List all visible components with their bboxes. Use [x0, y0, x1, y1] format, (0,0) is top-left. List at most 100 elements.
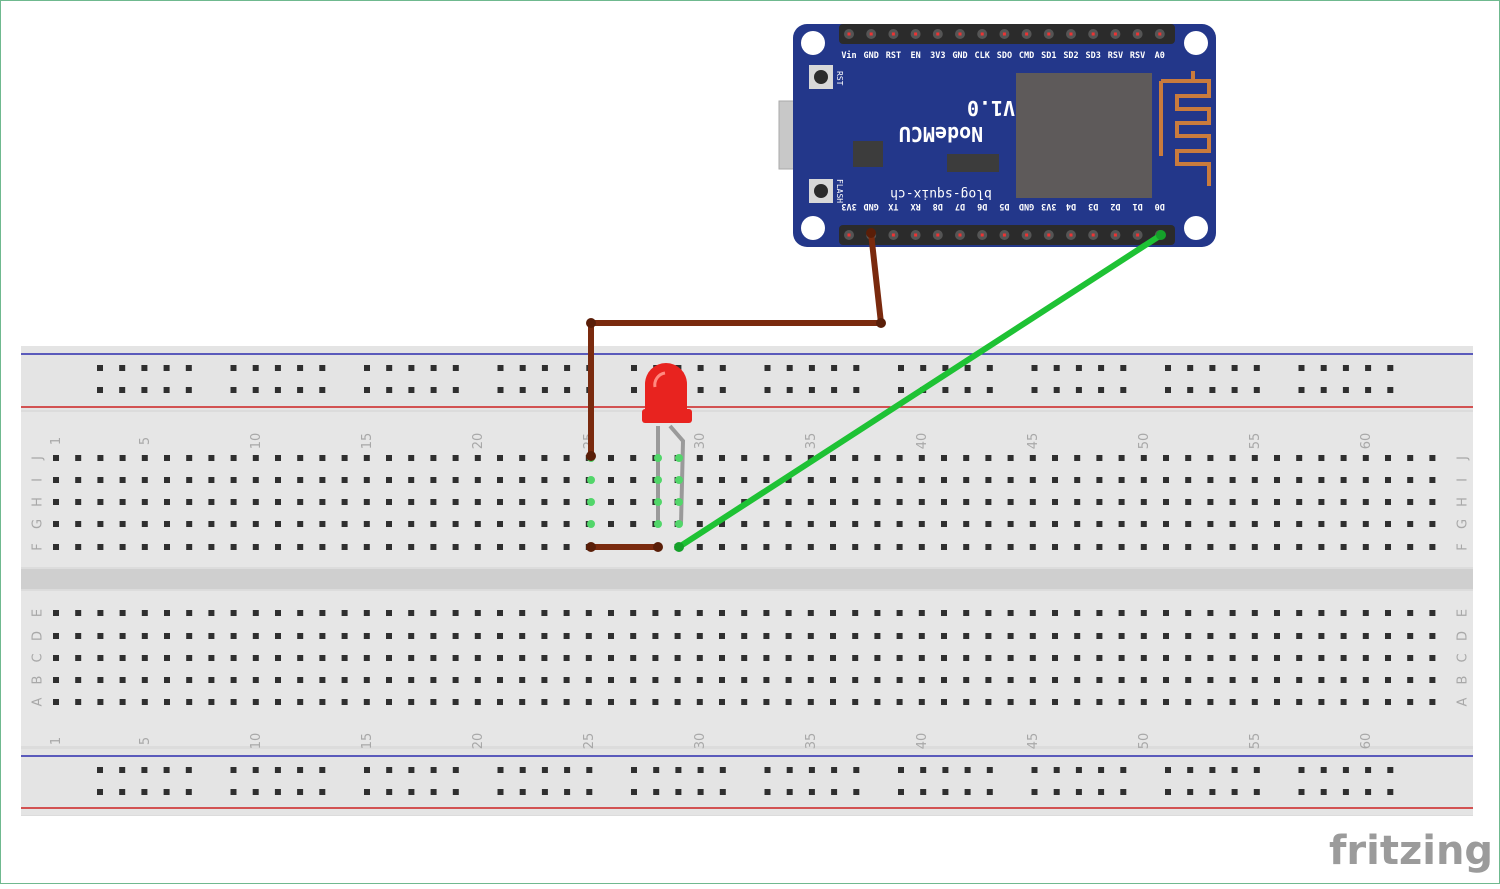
connected-hole	[675, 498, 683, 506]
breadboard-hole	[386, 477, 392, 483]
breadboard-hole	[1029, 455, 1036, 461]
breadboard-hole	[541, 655, 548, 661]
breadboard-hole	[1362, 521, 1369, 527]
breadboard-hole	[985, 633, 992, 639]
rail-hole	[1342, 789, 1349, 795]
breadboard-hole	[474, 455, 481, 461]
rail-hole	[831, 365, 838, 371]
breadboard-hole	[763, 610, 770, 616]
breadboard-hole	[1318, 655, 1325, 661]
flash-button-cap	[814, 184, 828, 198]
rail-hole	[1120, 789, 1127, 795]
breadboard-hole	[1052, 610, 1058, 616]
breadboard-hole	[1185, 499, 1192, 505]
breadboard-hole	[275, 521, 281, 527]
breadboard-hole	[674, 610, 681, 616]
breadboard-hole	[1140, 633, 1147, 639]
rail-hole	[631, 767, 637, 773]
breadboard-hole	[186, 544, 193, 550]
rail-hole	[97, 387, 103, 393]
breadboard-hole	[119, 544, 126, 550]
breadboard-hole	[852, 455, 859, 461]
pin-label: D5	[999, 201, 1009, 211]
rail-hole	[541, 365, 548, 371]
rail-hole	[631, 789, 637, 795]
breadboard-hole	[1296, 699, 1303, 705]
column-number: 15	[360, 433, 375, 450]
breadboard-hole	[696, 633, 703, 639]
wire-bend	[586, 318, 596, 328]
breadboard-hole	[852, 610, 859, 616]
breadboard-hole	[1340, 677, 1347, 683]
rail-hole	[564, 387, 571, 393]
breadboard-hole	[97, 521, 104, 527]
breadboard-hole	[630, 655, 637, 661]
breadboard-hole	[97, 477, 104, 483]
header-pin-pad	[1069, 233, 1073, 237]
breadboard-hole	[918, 477, 925, 483]
rail-hole	[719, 789, 726, 795]
rail-hole	[386, 789, 393, 795]
fritzing-logo: fritzing	[1329, 828, 1493, 874]
breadboard-hole	[1052, 633, 1058, 639]
breadboard-hole	[830, 477, 836, 483]
breadboard-hole	[408, 610, 415, 616]
breadboard-hole	[1007, 633, 1014, 639]
rail-hole	[786, 789, 793, 795]
rail-hole	[408, 789, 415, 795]
breadboard-hole	[474, 477, 481, 483]
breadboard-hole	[1229, 610, 1236, 616]
rail-hole	[586, 767, 593, 773]
breadboard-hole	[541, 499, 548, 505]
rail-hole	[297, 387, 304, 393]
breadboard-hole	[608, 521, 614, 527]
breadboard-hole	[830, 677, 836, 683]
breadboard-hole	[896, 610, 903, 616]
breadboard-hole	[852, 477, 859, 483]
rail-hole	[808, 365, 815, 371]
breadboard-hole	[963, 610, 970, 616]
row-letter: A	[1456, 697, 1471, 706]
breadboard-hole	[119, 499, 126, 505]
breadboard-hole	[297, 521, 304, 527]
breadboard-hole	[807, 544, 814, 550]
breadboard-hole	[363, 499, 370, 505]
breadboard-hole	[141, 521, 148, 527]
breadboard-hole	[1007, 699, 1014, 705]
breadboard-hole	[1274, 677, 1280, 683]
breadboard-hole	[164, 521, 170, 527]
rail-hole	[497, 365, 504, 371]
breadboard-hole	[1340, 455, 1347, 461]
breadboard-hole	[807, 499, 814, 505]
breadboard-hole	[141, 455, 148, 461]
rail-hole	[519, 365, 526, 371]
breadboard-hole	[1296, 610, 1303, 616]
rail-hole	[364, 789, 370, 795]
breadboard-hole	[164, 455, 170, 461]
breadboard-hole	[763, 477, 770, 483]
breadboard-hole	[1207, 655, 1214, 661]
breadboard-hole	[719, 544, 725, 550]
breadboard-hole	[785, 677, 792, 683]
breadboard-hole	[1163, 477, 1169, 483]
breadboard-hole	[1029, 477, 1036, 483]
breadboard-hole	[408, 544, 415, 550]
breadboard-hole	[53, 610, 59, 616]
breadboard-hole	[1385, 655, 1391, 661]
breadboard-hole	[918, 633, 925, 639]
breadboard-hole	[1318, 544, 1325, 550]
breadboard-hole	[430, 455, 437, 461]
breadboard-hole	[608, 455, 614, 461]
breadboard-hole	[1251, 699, 1258, 705]
column-number: 20	[471, 733, 486, 750]
column-number: 10	[249, 433, 264, 450]
breadboard-hole	[1340, 633, 1347, 639]
breadboard-hole	[1074, 477, 1081, 483]
rail-hole	[1053, 387, 1060, 393]
breadboard-hole	[1163, 655, 1169, 661]
breadboard-hole	[363, 699, 370, 705]
wire-end-bb	[653, 542, 663, 552]
breadboard-hole	[1185, 544, 1192, 550]
breadboard-hole	[164, 477, 170, 483]
rail-hole	[230, 387, 237, 393]
